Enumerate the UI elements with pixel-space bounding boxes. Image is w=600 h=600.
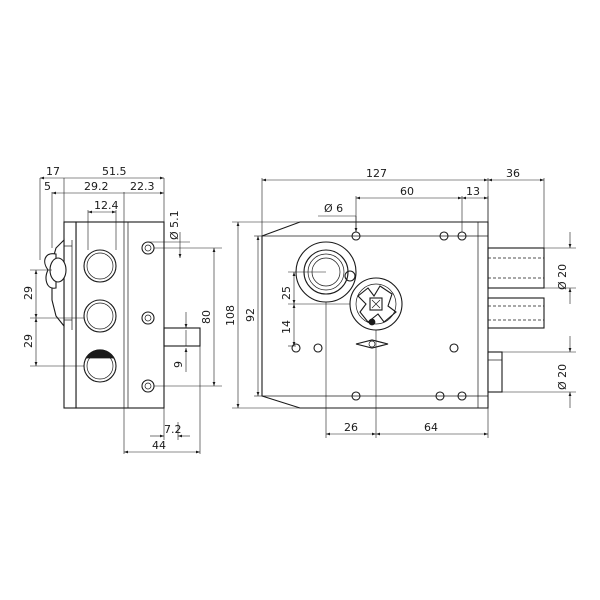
dim-17: 17: [46, 165, 60, 178]
front-view: [232, 178, 576, 438]
dim-44: 44: [152, 439, 166, 452]
side-hole-bottom: [83, 349, 117, 383]
dim-dia-20-top: Ø 20: [556, 264, 569, 290]
side-screws: [141, 241, 155, 393]
dim-dia-20-bottom: Ø 20: [556, 364, 569, 390]
dim-26: 26: [344, 421, 358, 434]
dim-29-lower: 29: [22, 334, 35, 348]
dimension-labels: 17 51.5 5 29.2 22.3 12.4 Ø 5.1 29 29 80 …: [22, 165, 569, 452]
front-follower-hub: [349, 277, 403, 331]
dim-25: 25: [280, 286, 293, 300]
dim-9: 9: [172, 361, 185, 368]
front-screw-holes: [291, 231, 467, 401]
dim-36: 36: [506, 167, 520, 180]
dim-29-upper: 29: [22, 286, 35, 300]
front-dimension-lines: [232, 178, 576, 438]
dim-80: 80: [200, 310, 213, 324]
dim-dia-5-1: Ø 5.1: [168, 210, 181, 240]
dim-22-3: 22.3: [130, 180, 155, 193]
dim-60: 60: [400, 185, 414, 198]
side-hole-middle: [83, 299, 117, 333]
dim-127: 127: [366, 167, 387, 180]
dim-7-2: 7.2: [164, 423, 182, 436]
side-view: [30, 176, 222, 454]
dim-14: 14: [280, 320, 293, 334]
dim-51-5: 51.5: [102, 165, 127, 178]
front-latch-bolt: [487, 351, 503, 393]
dim-12-4: 12.4: [94, 199, 119, 212]
side-bolt-stub: [163, 327, 201, 347]
dim-29-2: 29.2: [84, 180, 109, 193]
dim-dia-6: Ø 6: [324, 202, 343, 215]
front-lever: [355, 339, 389, 349]
side-hole-top: [83, 249, 117, 283]
dim-64: 64: [424, 421, 438, 434]
front-case-outline: [261, 221, 489, 409]
dim-13: 13: [466, 185, 480, 198]
side-dimension-lines: [30, 176, 222, 454]
front-deadbolt-middle: [487, 297, 545, 329]
dim-5: 5: [44, 180, 51, 193]
dim-92: 92: [244, 308, 257, 322]
dim-108: 108: [224, 305, 237, 326]
front-deadbolt-top: [487, 247, 545, 289]
cylinder-knob: [44, 238, 73, 330]
